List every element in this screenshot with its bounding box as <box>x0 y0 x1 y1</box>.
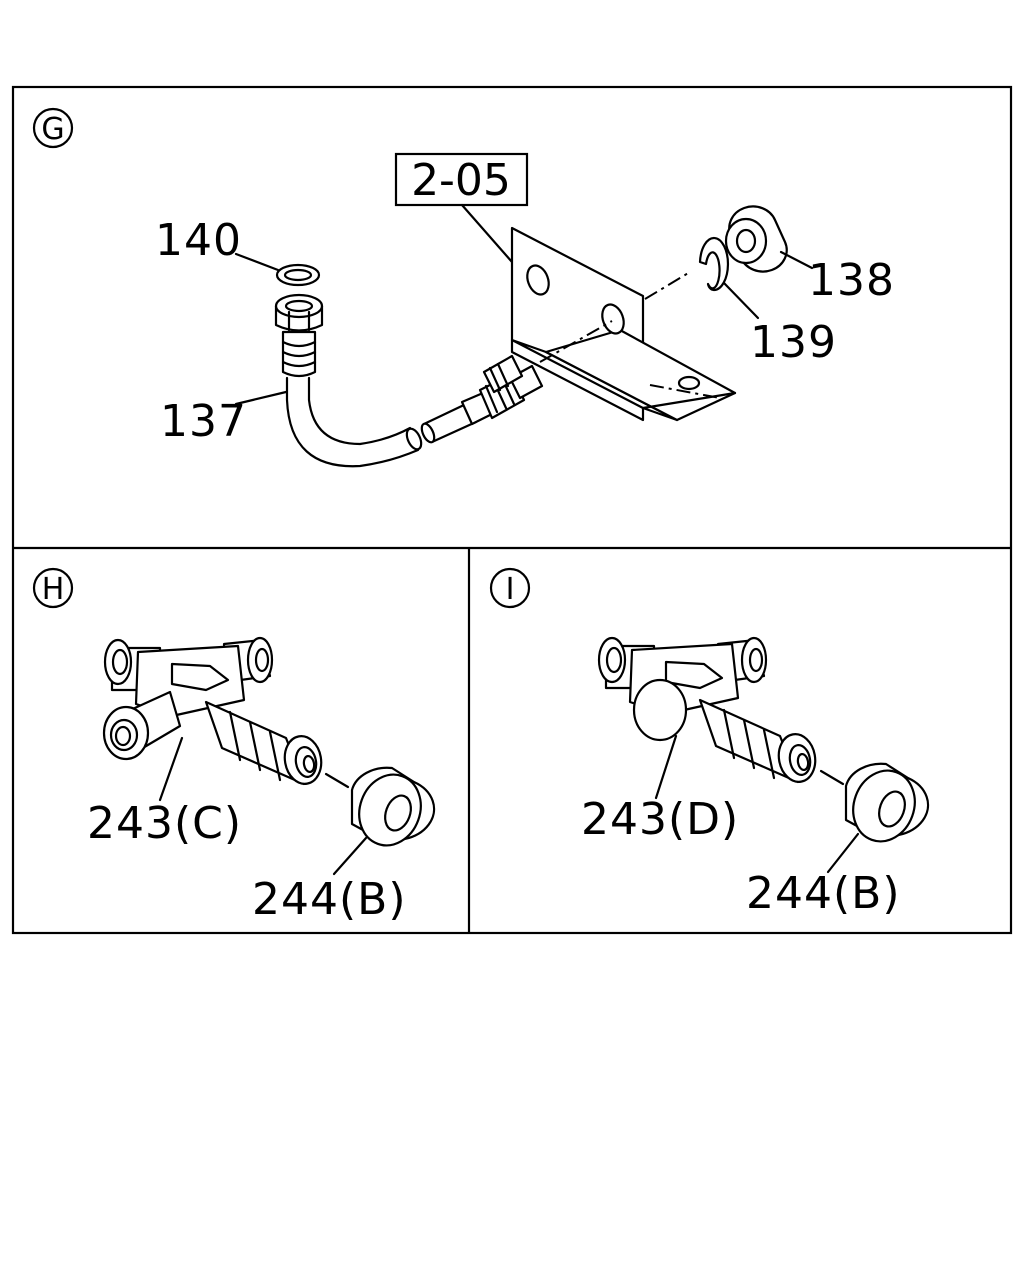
panel-h-marker-letter: H <box>42 572 65 607</box>
leader-244b-i <box>826 832 860 874</box>
nut-244b-i <box>844 762 930 843</box>
panel-frames <box>11 85 1013 935</box>
label-140: 140 <box>155 215 242 266</box>
panel-i-marker: I <box>489 567 531 609</box>
panel-g-marker: G <box>32 107 74 149</box>
gasket-140 <box>275 263 321 287</box>
label-243d: 243(D) <box>581 794 739 845</box>
leader-2-05 <box>460 203 514 264</box>
label-243c: 243(C) <box>87 798 242 849</box>
axis-line-h <box>324 772 350 789</box>
nut-138 <box>724 205 788 273</box>
label-137: 137 <box>160 396 247 447</box>
axis-line-i <box>819 769 845 786</box>
tee-fitting-243d <box>597 636 817 784</box>
panel-h: H 243(C) <box>32 567 436 925</box>
label-244b-i: 244(B) <box>746 868 901 919</box>
cross-fitting-243c <box>102 636 323 786</box>
reference-box-2-05: 2-05 <box>394 152 529 207</box>
label-138: 138 <box>808 255 895 306</box>
leader-244b-h <box>332 836 368 876</box>
axis-line-washer <box>644 271 691 300</box>
panel-g-marker-letter: G <box>41 112 64 147</box>
label-139: 139 <box>750 317 837 368</box>
leader-137 <box>234 390 288 406</box>
washer-139 <box>698 236 730 292</box>
panel-g: G 2-05 138 <box>32 107 895 468</box>
label-244b-h: 244(B) <box>252 874 407 925</box>
panel-i-marker-letter: I <box>506 572 515 607</box>
leader-138 <box>779 250 814 270</box>
leader-243c <box>158 736 184 802</box>
leader-139 <box>722 281 760 320</box>
leader-140 <box>234 252 280 272</box>
axis-line-fitting <box>539 320 613 363</box>
hose-137 <box>274 293 544 468</box>
leader-243d <box>654 734 678 800</box>
nut-244b-h <box>350 766 436 847</box>
panel-i: I 243(D) <box>489 567 930 919</box>
panel-h-marker: H <box>32 567 74 609</box>
bracket <box>510 226 737 422</box>
reference-2-05-label: 2-05 <box>411 155 511 206</box>
